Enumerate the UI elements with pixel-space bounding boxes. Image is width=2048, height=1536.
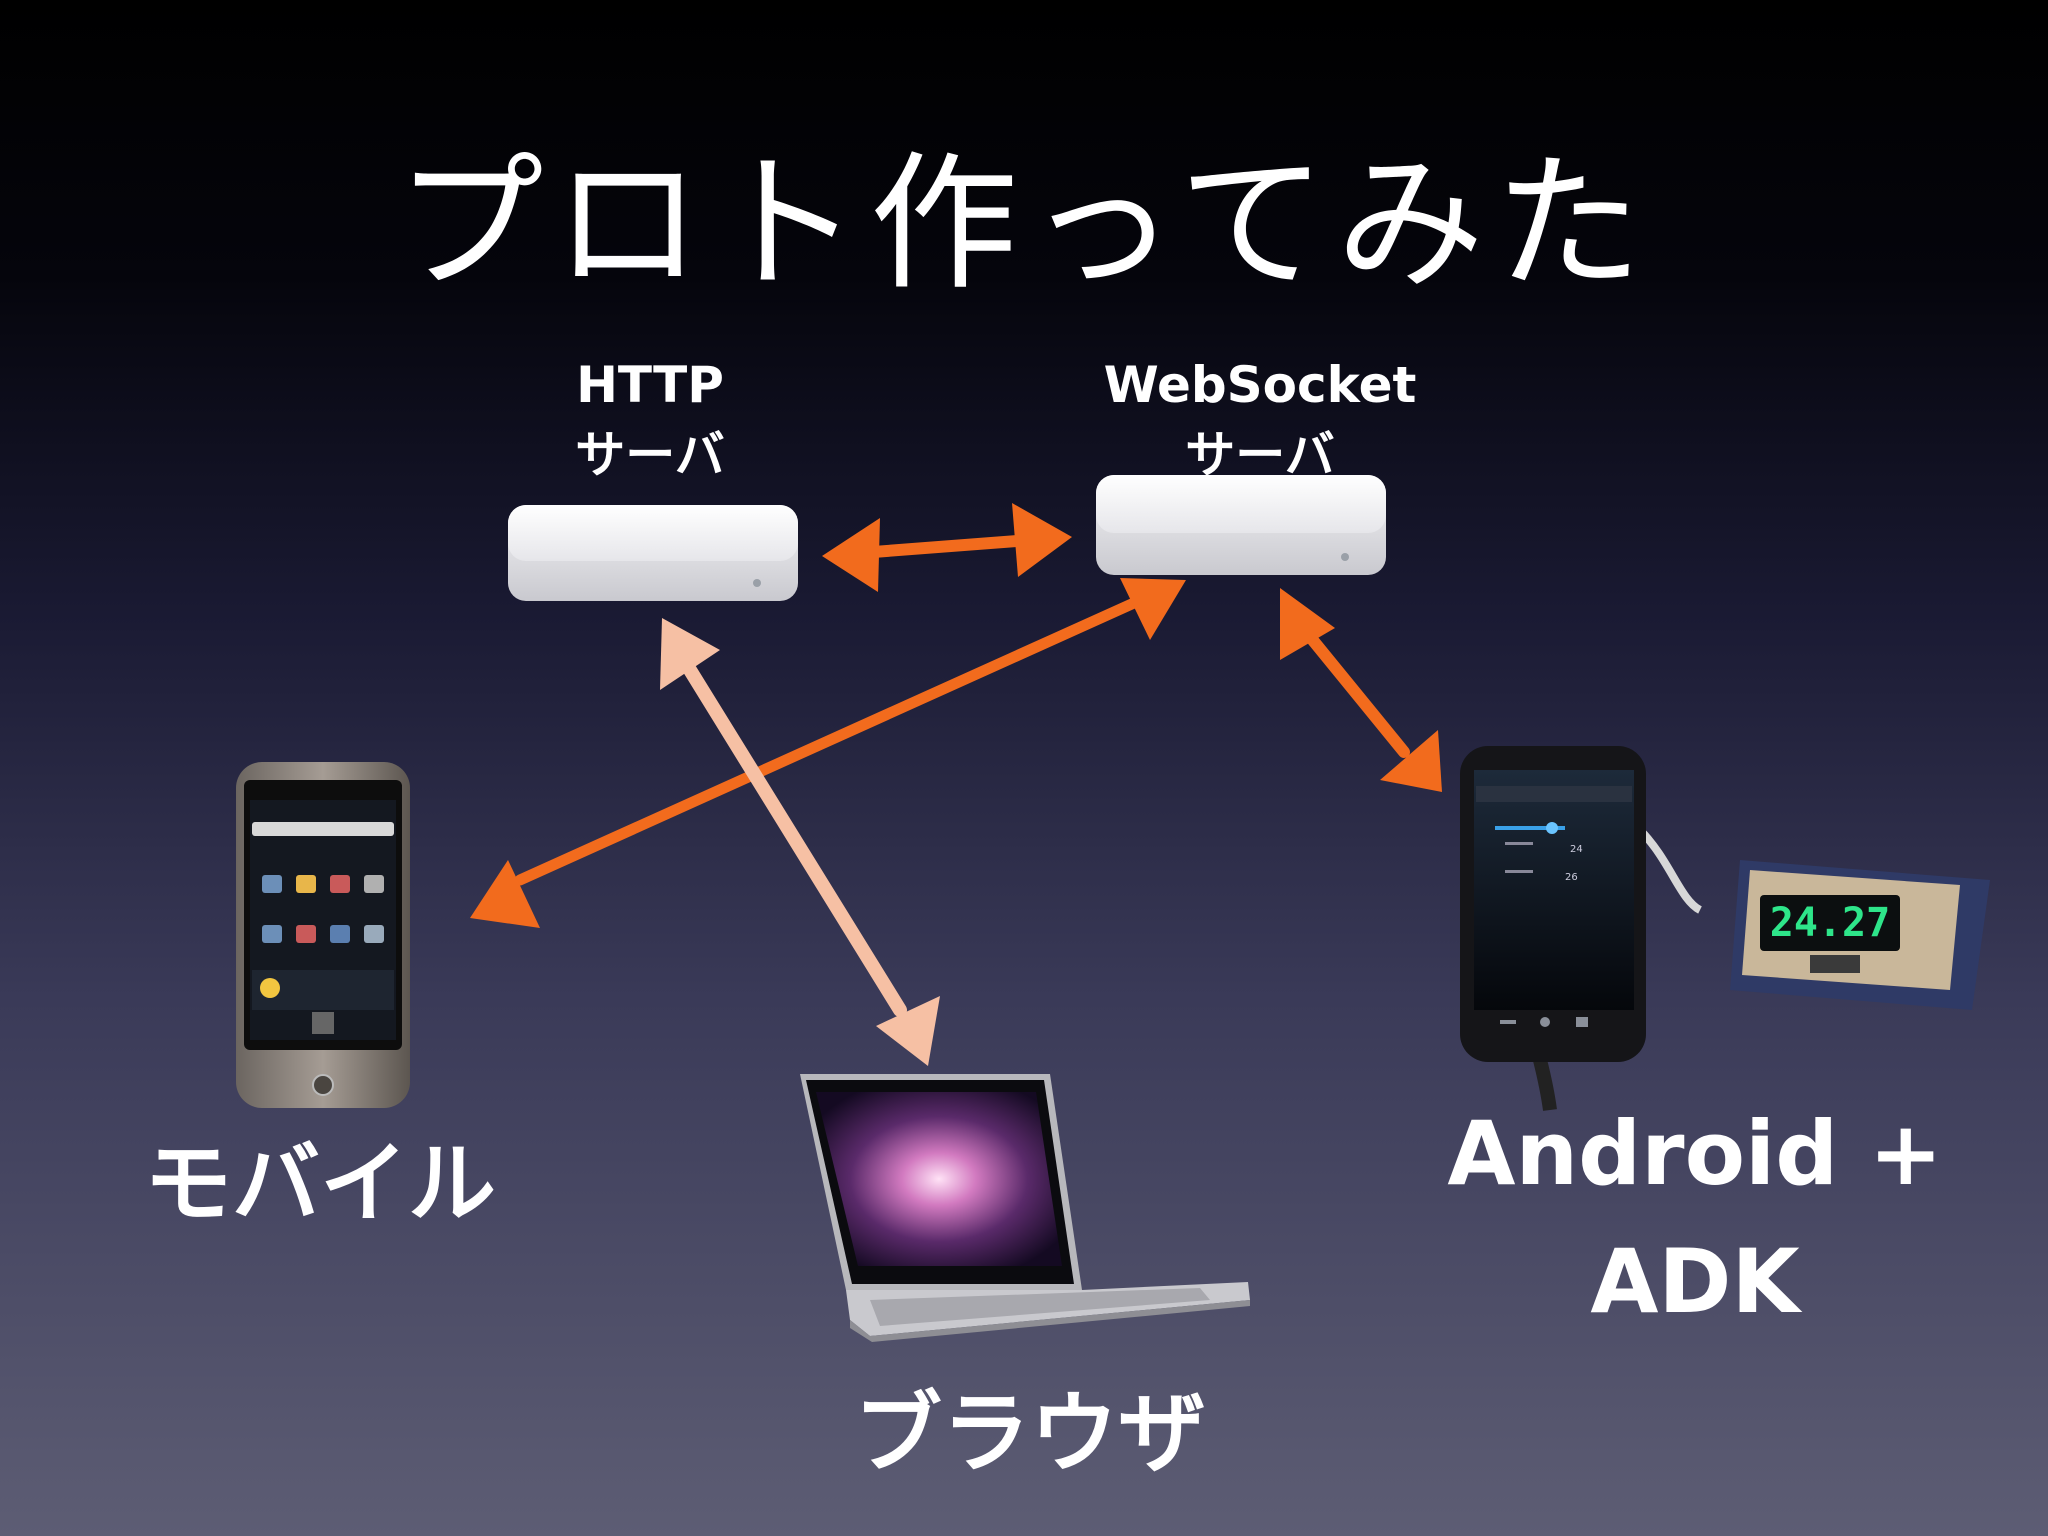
adk-segment-display: 24.27	[1770, 900, 1890, 946]
websocket-server-label: WebSocket サーバ	[1060, 350, 1460, 490]
android-row2-value: 26	[1565, 872, 1578, 883]
mobile-label: モバイル	[143, 1132, 496, 1235]
android-adk-device: 24.27 24 26	[1460, 746, 1990, 1111]
http-server-device	[508, 505, 798, 601]
slide-title: プロト作ってみた	[395, 138, 1653, 310]
android-row1-value: 24	[1570, 844, 1583, 855]
arrow-http-websocket	[822, 503, 1072, 592]
android-adk-label-line2: ADK	[1590, 1229, 1800, 1333]
http-server-label-line1: HTTP	[576, 356, 724, 414]
adk-board: 24.27	[1730, 860, 1990, 1010]
arrow-websocket-mobile	[470, 578, 1186, 928]
android-adk-label-line1: Android +	[1447, 1102, 1943, 1205]
android-adk-label: Android + ADK	[1400, 1090, 1990, 1345]
browser-label: ブラウザ	[853, 1382, 1206, 1485]
arrow-http-browser	[660, 618, 940, 1066]
websocket-server-device	[1096, 475, 1386, 575]
http-server-label-line2: サーバ	[575, 426, 725, 484]
laptop-device	[800, 1074, 1250, 1342]
websocket-server-label-line2: サーバ	[1185, 426, 1335, 484]
mobile-phone-device	[236, 762, 410, 1108]
arrow-websocket-android	[1280, 588, 1442, 792]
websocket-server-label-line1: WebSocket	[1103, 356, 1417, 414]
http-server-label: HTTP サーバ	[530, 350, 770, 490]
